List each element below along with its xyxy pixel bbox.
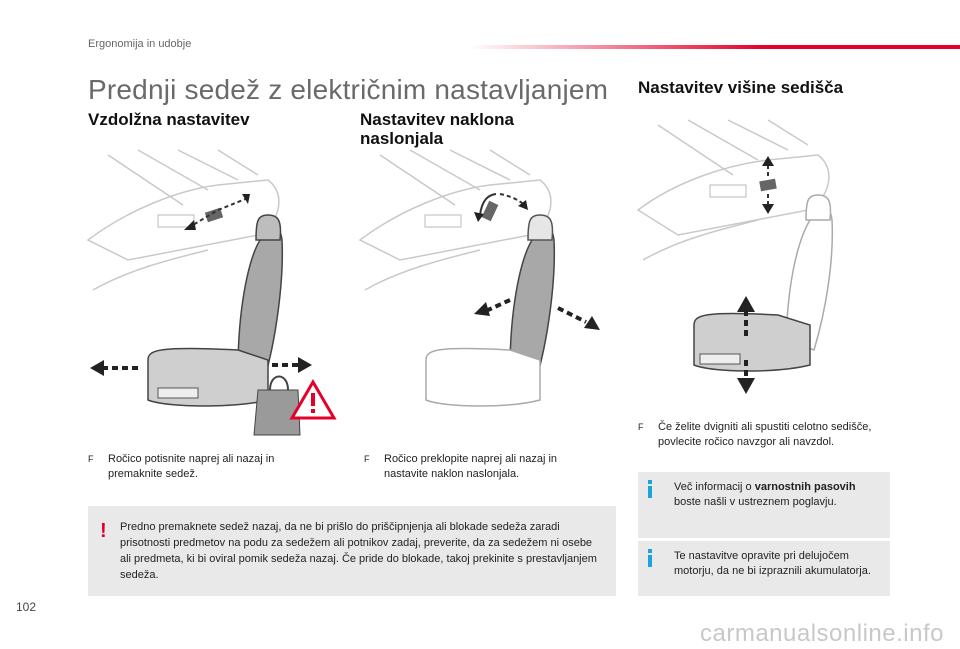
header-accent-bar (470, 45, 960, 49)
info-icon (648, 480, 652, 498)
info-engine-text: Te nastavitve opravite pri delujočem mot… (674, 550, 871, 577)
bullet-mark: F (638, 422, 644, 432)
info-box-seatbelts: Več informacij o varnostnih pasovih bost… (638, 472, 890, 538)
info-box-engine: Te nastavitve opravite pri delujočem mot… (638, 541, 890, 596)
bullet-height-text: Če želite dvigniti ali spustiti celotno … (658, 421, 872, 448)
bullet-backrest-text: Ročico preklopite naprej ali nazaj in na… (384, 453, 558, 480)
heading-backrest-line1: Nastavitev naklona (360, 110, 515, 129)
heading-backrest-line2: naslonjala (360, 129, 444, 148)
bullet-backrest: F Ročico preklopite naprej ali nazaj in … (364, 452, 604, 482)
bullet-longitudinal: F Ročico potisnite naprej ali nazaj in p… (88, 452, 323, 482)
info-seatbelts-text: Več informacij o varnostnih pasovih bost… (674, 480, 884, 510)
warning-text: Predno premaknete sedež nazaj, da ne bi … (120, 521, 597, 581)
info-seatbelts-text-after: boste našli v ustreznem poglavju. (674, 496, 837, 508)
info-seatbelts-link-text: varnostnih pasovih (754, 481, 856, 493)
heading-backrest: Nastavitev naklona naslonjala (360, 110, 514, 148)
heading-height: Nastavitev višine sedišča (638, 78, 844, 97)
bullet-mark: F (364, 454, 370, 464)
warning-box: ! Predno premaknete sedež nazaj, da ne b… (88, 506, 616, 596)
exclamation-icon: ! (100, 520, 107, 542)
info-seatbelts-text-before: Več informacij o (674, 481, 755, 493)
bullet-mark: F (88, 454, 94, 464)
bullet-longitudinal-text: Ročico potisnite naprej ali nazaj in pre… (108, 453, 275, 480)
section-label: Ergonomija in udobje (88, 38, 192, 50)
seat-longitudinal-illustration (86, 149, 337, 436)
page-number: 102 (16, 600, 37, 614)
info-icon (648, 549, 652, 567)
page-title: Prednji sedež z električnim nastavljanje… (88, 74, 609, 105)
seat-height-illustration (636, 119, 834, 394)
heading-longitudinal: Vzdolžna nastavitev (88, 110, 250, 129)
bullet-height: F Če želite dvigniti ali spustiti celotn… (638, 420, 883, 450)
watermark: carmanualsonline.info (700, 620, 944, 647)
seat-backrest-illustration (358, 149, 600, 407)
